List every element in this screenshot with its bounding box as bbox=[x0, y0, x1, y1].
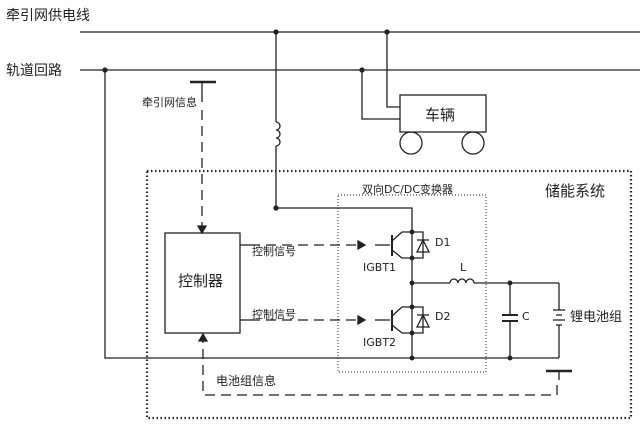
inductor-l bbox=[449, 278, 475, 284]
arrow-icon bbox=[196, 225, 208, 235]
battery-info-label: 电池组信息 bbox=[216, 373, 276, 388]
arrow-icon bbox=[357, 239, 367, 251]
feeder-inductor bbox=[275, 121, 281, 147]
controller-box bbox=[164, 232, 241, 334]
inductor-label: L bbox=[460, 261, 467, 274]
converter-boundary bbox=[337, 194, 487, 373]
control-signal-2-label: 控制信号 bbox=[252, 307, 296, 321]
storage-system-boundary bbox=[145, 169, 633, 420]
rail-return-label: 轨道回路 bbox=[6, 63, 62, 79]
capacitor-c bbox=[502, 280, 518, 361]
battery-label: 锂电池组 bbox=[570, 310, 622, 325]
battery-info-dashed bbox=[202, 341, 558, 396]
control-signal-1-label: 控制信号 bbox=[252, 244, 296, 258]
capacitor-label: C bbox=[522, 310, 530, 323]
converter-label: 双向DC/DC变换器 bbox=[362, 182, 453, 196]
junction bbox=[273, 205, 279, 211]
arrow-icon bbox=[197, 332, 209, 342]
arrow-icon bbox=[357, 314, 367, 326]
vehicle: 车辆 bbox=[361, 32, 487, 155]
d2-label: D2 bbox=[435, 310, 450, 323]
battery-icon bbox=[553, 283, 565, 358]
vehicle-label: 车辆 bbox=[425, 106, 455, 124]
igbt1-label: IGBT1 bbox=[363, 261, 396, 274]
feeder-wire bbox=[275, 146, 413, 230]
controller-label: 控制器 bbox=[178, 272, 223, 290]
d1-label: D1 bbox=[435, 236, 450, 249]
storage-system-label: 储能系统 bbox=[545, 182, 605, 200]
return-wire bbox=[104, 70, 412, 359]
traction-line-label: 牵引网供电线 bbox=[6, 8, 90, 24]
traction-info-label: 牵引网信息 bbox=[142, 95, 197, 109]
igbt1 bbox=[375, 229, 431, 283]
igbt2-label: IGBT2 bbox=[363, 336, 396, 349]
